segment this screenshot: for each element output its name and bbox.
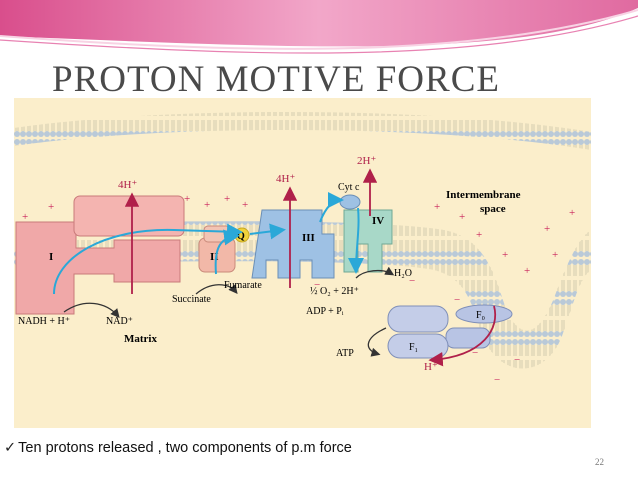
svg-text:+: + bbox=[204, 199, 210, 211]
cyt-c bbox=[339, 194, 361, 210]
succinate-label: Succinate bbox=[172, 294, 211, 305]
oxygen-arrow bbox=[355, 266, 395, 279]
f1-label: F₁ bbox=[409, 342, 418, 353]
bullet-point: ✓Ten protons released , two components o… bbox=[4, 440, 352, 456]
fumarate-label: Fumarate bbox=[224, 280, 262, 291]
cyt-c-label: Cyt c bbox=[338, 182, 360, 193]
electron-flow-cytc-IV bbox=[348, 207, 365, 274]
checkmark-icon: ✓ bbox=[4, 440, 17, 456]
svg-text:+: + bbox=[569, 207, 575, 219]
electron-flow-Q-III bbox=[249, 223, 286, 240]
electron-flow-I-Q bbox=[53, 223, 243, 295]
intermembrane-label: Intermembrane bbox=[446, 189, 521, 201]
svg-text:−: − bbox=[409, 275, 415, 287]
svg-text:+: + bbox=[22, 211, 28, 223]
bullet-text: Ten protons released , two components of… bbox=[18, 440, 352, 456]
nadh-label: NADH + H⁺ bbox=[18, 316, 70, 327]
svg-text:−: − bbox=[454, 294, 460, 306]
space-label: space bbox=[480, 203, 506, 215]
proton-label-atp: H⁺ bbox=[424, 361, 438, 373]
svg-text:+: + bbox=[184, 193, 190, 205]
proton-arrow-atp bbox=[428, 305, 496, 367]
svg-text:+: + bbox=[502, 249, 508, 261]
svg-text:+: + bbox=[544, 223, 550, 235]
outer-membrane bbox=[14, 111, 591, 150]
atp-synthase bbox=[387, 304, 513, 359]
adp-label: ADP + Pᵢ bbox=[306, 306, 344, 317]
svg-text:+: + bbox=[524, 265, 530, 277]
proton-label-III: 4H⁺ bbox=[276, 173, 295, 185]
electron-flow-III-cytc bbox=[319, 192, 344, 223]
atp-label: ATP bbox=[336, 348, 354, 359]
complex-I-label: I bbox=[49, 251, 53, 263]
svg-text:−: − bbox=[314, 279, 320, 291]
succinate-arrow bbox=[195, 284, 238, 295]
adp-arrow bbox=[367, 327, 387, 357]
water-label: H₂O bbox=[394, 268, 412, 279]
slide-title: PROTON MOTIVE FORCE bbox=[52, 59, 500, 100]
header-banner bbox=[0, 0, 638, 54]
matrix-label: Matrix bbox=[124, 333, 157, 345]
svg-text:+: + bbox=[434, 201, 440, 213]
page-number: 22 bbox=[595, 457, 604, 467]
proton-label-IV: 2H⁺ bbox=[357, 155, 376, 167]
svg-text:+: + bbox=[224, 193, 230, 205]
complex-III-label: III bbox=[302, 232, 315, 244]
fo-label: F₀ bbox=[476, 310, 486, 321]
svg-text:+: + bbox=[48, 201, 54, 213]
proton-motive-force-diagram: +++ +++ +++ +++ +++ −−− −−− −− I II Q II… bbox=[14, 98, 591, 428]
banner-curve-2 bbox=[0, 15, 638, 54]
complex-II-label: II bbox=[210, 251, 219, 263]
svg-text:+: + bbox=[459, 211, 465, 223]
nad-label: NAD⁺ bbox=[106, 316, 133, 327]
proton-label-I: 4H⁺ bbox=[118, 179, 137, 191]
banner-curve bbox=[0, 9, 638, 50]
svg-text:+: + bbox=[552, 249, 558, 261]
banner-wave-top bbox=[0, 0, 638, 47]
complex-IV-label: IV bbox=[372, 215, 384, 227]
oxygen-label: ½ O₂ + 2H⁺ bbox=[310, 286, 359, 297]
svg-text:+: + bbox=[476, 229, 482, 241]
svg-text:+: + bbox=[242, 199, 248, 211]
nadh-arrow bbox=[63, 302, 120, 318]
svg-text:−: − bbox=[494, 374, 500, 386]
electron-flow-II-Q bbox=[214, 229, 240, 275]
svg-text:−: − bbox=[514, 354, 520, 366]
svg-text:−: − bbox=[472, 347, 478, 359]
complex-I bbox=[15, 195, 185, 315]
